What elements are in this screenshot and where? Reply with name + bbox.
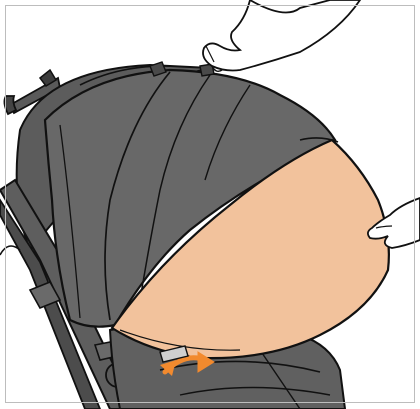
hand-icon (203, 0, 360, 71)
